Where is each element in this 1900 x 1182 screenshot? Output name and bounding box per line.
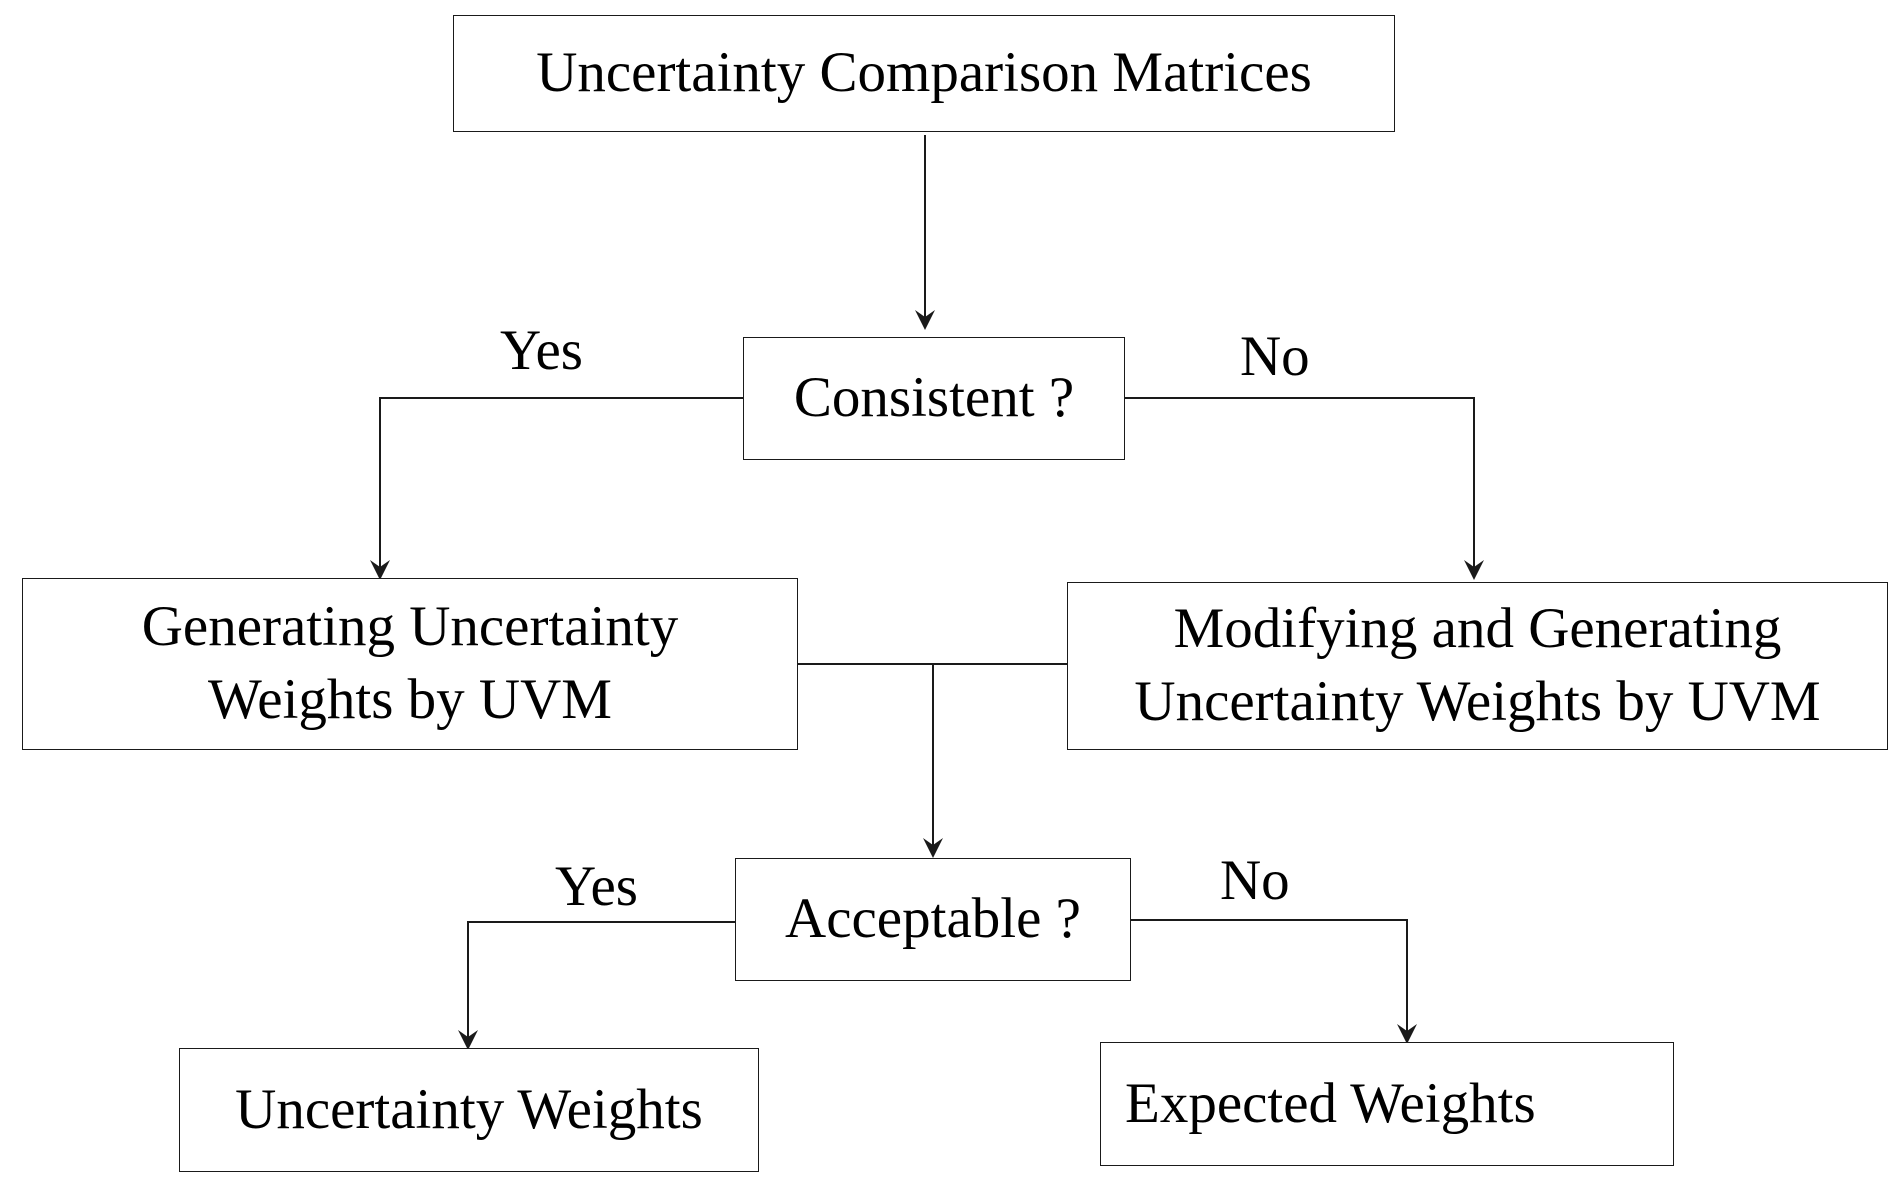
node-uncertainty-comparison-matrices: Uncertainty Comparison Matrices xyxy=(453,15,1395,132)
edge-consistent-no xyxy=(1125,397,1484,580)
node-generating-line2: Weights by UVM xyxy=(208,668,612,731)
label-consistent-no: No xyxy=(1240,325,1310,388)
node-modifying-line2: Uncertainty Weights by UVM xyxy=(1134,670,1821,733)
edge-consistent-yes xyxy=(370,397,743,580)
label-acceptable-yes: Yes xyxy=(555,855,638,918)
node-acceptable-text: Acceptable ? xyxy=(785,887,1081,951)
label-consistent-yes: Yes xyxy=(500,319,583,382)
node-expected-weights-text: Expected Weights xyxy=(1125,1071,1536,1135)
node-expected-weights: Expected Weights xyxy=(1100,1042,1674,1166)
edge-acceptable-no xyxy=(1131,919,1417,1044)
node-acceptable-decision: Acceptable ? xyxy=(735,858,1131,981)
node-modifying-line1: Modifying and Generating xyxy=(1173,597,1782,661)
node-uncertainty-weights: Uncertainty Weights xyxy=(179,1048,759,1172)
edge-acceptable-yes xyxy=(458,921,735,1050)
node-consistent-decision: Consistent ? xyxy=(743,337,1125,460)
node-consistent-text: Consistent ? xyxy=(793,366,1075,430)
node-start-text: Uncertainty Comparison Matrices xyxy=(536,41,1312,105)
node-uncertainty-weights-text: Uncertainty Weights xyxy=(235,1077,703,1141)
node-generating-line1: Generating Uncertainty xyxy=(141,595,679,659)
label-acceptable-no: No xyxy=(1220,849,1290,912)
node-generating-uncertainty-weights: Generating Uncertainty Weights by UVM xyxy=(22,578,798,750)
node-modifying-and-generating: Modifying and Generating Uncertainty Wei… xyxy=(1067,582,1888,750)
